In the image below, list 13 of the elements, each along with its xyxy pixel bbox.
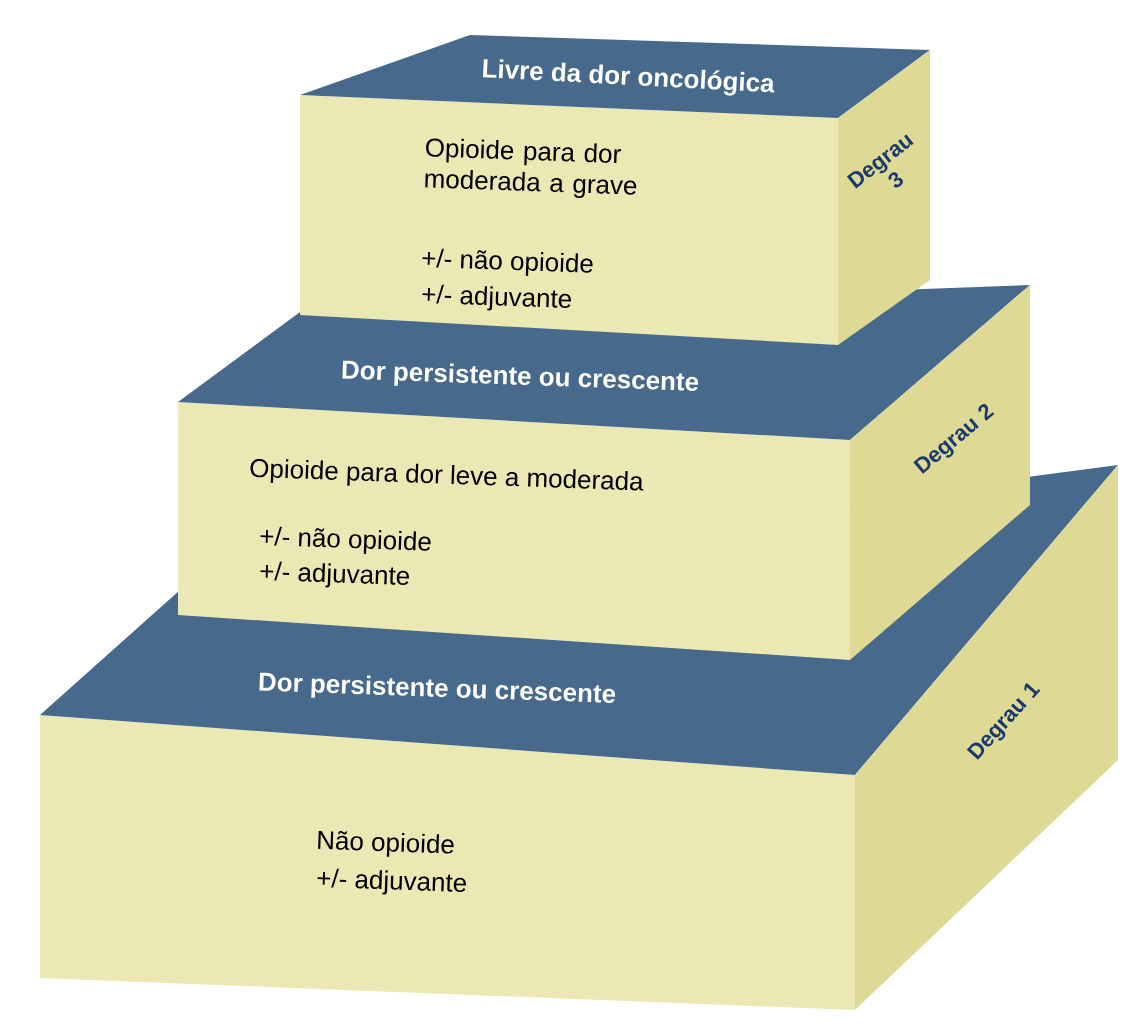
step-text: +/- adjuvante <box>260 561 409 588</box>
step-text: Opioide para dor leve a moderada <box>250 458 644 491</box>
step-heading: Livre da dor oncológica <box>482 59 775 96</box>
step-block <box>178 285 1030 660</box>
step-block <box>300 35 930 345</box>
step-text: +/- não opioide <box>260 526 431 554</box>
step-text: +/- não opioide <box>422 248 593 276</box>
step-heading: Dor persistente ou crescente <box>259 672 616 703</box>
step-text: +/- adjuvante <box>317 868 466 895</box>
step-heading: Dor persistente ou crescente <box>342 360 699 391</box>
step-text: Não opioide <box>318 830 454 857</box>
step-text: Opioide para dor moderada a grave <box>425 138 637 199</box>
step-text: +/- adjuvante <box>422 284 571 311</box>
